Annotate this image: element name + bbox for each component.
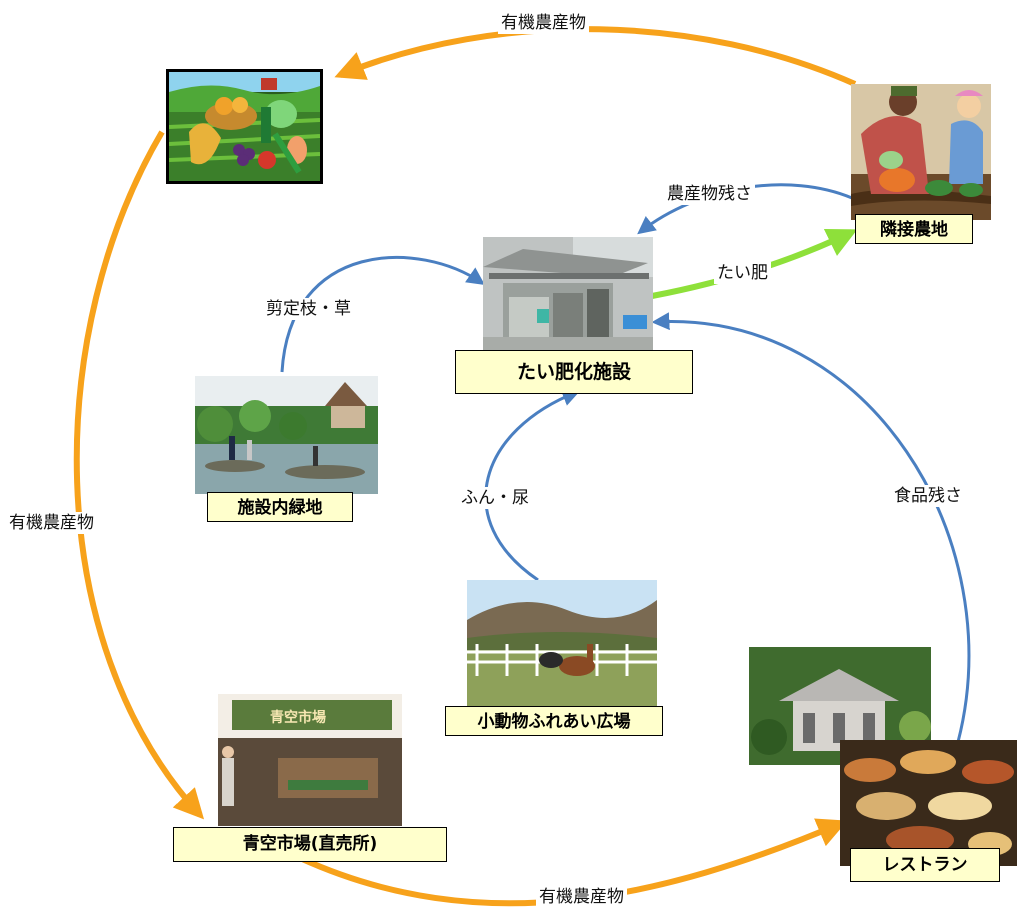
pond-garden-photo — [195, 376, 378, 494]
flow-label-prunings: 剪定枝・草 — [263, 298, 354, 320]
arrow-prunings — [280, 255, 485, 373]
node-label-compost-facility: たい肥化施設 — [455, 350, 693, 394]
flow-label-compost-to-farm: たい肥 — [714, 262, 771, 284]
flow-label-farm-residue: 農産物残さ — [664, 183, 755, 205]
vegetable-basket-illustration — [166, 69, 323, 184]
node-label-animal-plaza: 小動物ふれあい広場 — [445, 706, 663, 736]
flow-label-food-residue: 食品残さ — [891, 485, 965, 507]
node-label-restaurant: レストラン — [850, 848, 1000, 882]
arrow-produce-to-market — [73, 130, 205, 820]
node-label-direct-market: 青空市場(直売所) — [173, 827, 447, 862]
arrow-farm-to-produce — [334, 26, 857, 87]
buffet-food-photo — [840, 740, 1017, 866]
node-label-green-area: 施設内緑地 — [207, 492, 353, 522]
arrow-manure — [484, 388, 581, 582]
flow-label-farm-to-produce: 有機農産物 — [498, 12, 589, 34]
arrow-food-residue — [651, 312, 971, 743]
flow-label-market-to-restaurant: 有機農産物 — [536, 886, 627, 908]
compost-facility-photo — [483, 237, 653, 353]
flow-label-produce-to-market: 有機農産物 — [6, 512, 97, 534]
alpaca-pasture-photo — [467, 580, 657, 706]
market-sign-text: 青空市場 — [270, 709, 326, 726]
farmers-harvesting-illustration — [851, 84, 991, 220]
flow-label-manure: ふん・尿 — [458, 487, 532, 509]
node-label-adjacent-farmland: 隣接農地 — [855, 214, 973, 244]
market-stall-photo: 青空市場 — [218, 694, 402, 826]
